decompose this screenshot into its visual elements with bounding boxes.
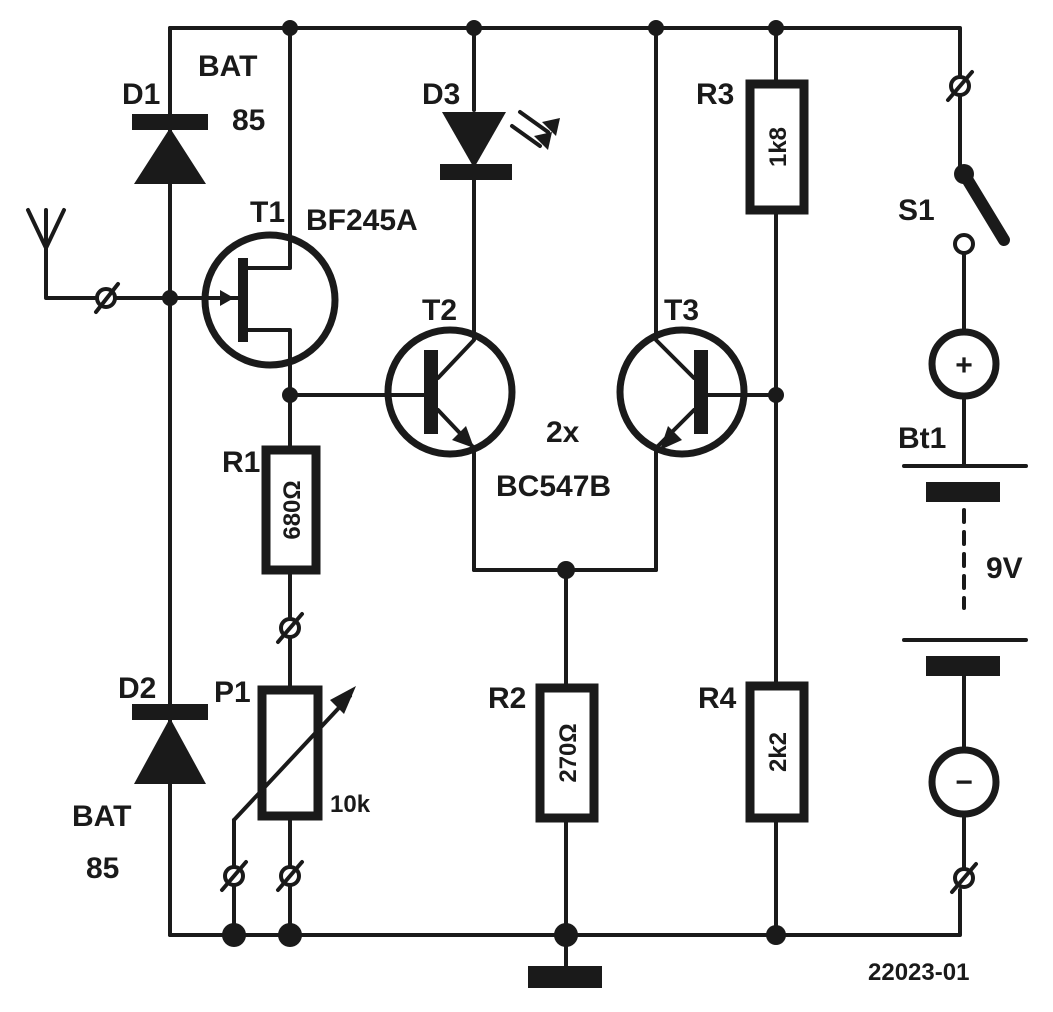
t2-t3-type-line1: 2x — [546, 416, 580, 449]
d2-type-label-line1: BAT — [72, 800, 131, 833]
resistor-r2-symbol — [535, 683, 599, 823]
p1-value-label: 10k — [330, 791, 371, 818]
potentiometer-p1-symbol — [232, 685, 356, 870]
switch-s1-terminal-top — [946, 70, 974, 102]
junction-dot — [278, 923, 302, 947]
r4-value-label: 2k2 — [765, 732, 792, 772]
r1-value-label: 680Ω — [279, 480, 306, 539]
r4-ref-label: R4 — [698, 682, 737, 715]
minus-sign: − — [955, 766, 973, 799]
led-d3-symbol — [440, 110, 560, 180]
bt1-voltage-label: 9V — [986, 552, 1023, 585]
d1-ref-label: D1 — [122, 78, 160, 111]
d2-type-label-line2: 85 — [86, 852, 119, 885]
transistor-t2-symbol — [384, 326, 516, 572]
d1-type-label-line2: 85 — [232, 104, 265, 137]
diode-d1-symbol — [132, 114, 208, 184]
bottom-rail-wire — [168, 888, 962, 937]
bt1-ref-label: Bt1 — [898, 422, 946, 455]
r1-ref-label: R1 — [222, 446, 260, 479]
t3-ref-label: T3 — [664, 294, 699, 327]
r1-p1-terminal — [276, 612, 304, 644]
d3-ref-label: D3 — [422, 78, 460, 111]
p1-ref-label: P1 — [214, 676, 251, 709]
d1-type-label-line1: BAT — [198, 50, 257, 83]
junction-dot — [768, 387, 784, 403]
resistor-r4-symbol — [745, 681, 809, 823]
ground-symbol — [528, 933, 602, 988]
switch-s1-symbol — [953, 164, 1010, 255]
t2-t3-type-line2: BC547B — [496, 470, 611, 503]
antenna-icon — [26, 208, 102, 300]
figure-id-label: 22023-01 — [868, 959, 969, 986]
junction-dot — [222, 923, 246, 947]
diode-d2-symbol — [132, 704, 208, 784]
resistor-r3-symbol — [745, 79, 809, 215]
top-rail-wire — [168, 26, 962, 80]
t1-ref-label: T1 — [250, 196, 285, 229]
r3-ref-label: R3 — [696, 78, 734, 111]
transistor-t3-symbol — [616, 326, 774, 572]
t1-type-label: BF245A — [306, 204, 418, 237]
junction-dot — [282, 20, 298, 36]
r2-value-label: 270Ω — [555, 723, 582, 782]
battery-bt1-symbol — [902, 464, 1028, 676]
battery-bottom-terminal — [950, 862, 978, 894]
r2-ref-label: R2 — [488, 682, 526, 715]
jfet-t1-symbol — [201, 26, 339, 397]
r3-value-label: 1k8 — [765, 127, 792, 167]
d2-ref-label: D2 — [118, 672, 156, 705]
s1-ref-label: S1 — [898, 194, 935, 227]
plus-sign: + — [955, 349, 973, 382]
junction-dot — [766, 925, 786, 945]
t2-ref-label: T2 — [422, 294, 457, 327]
